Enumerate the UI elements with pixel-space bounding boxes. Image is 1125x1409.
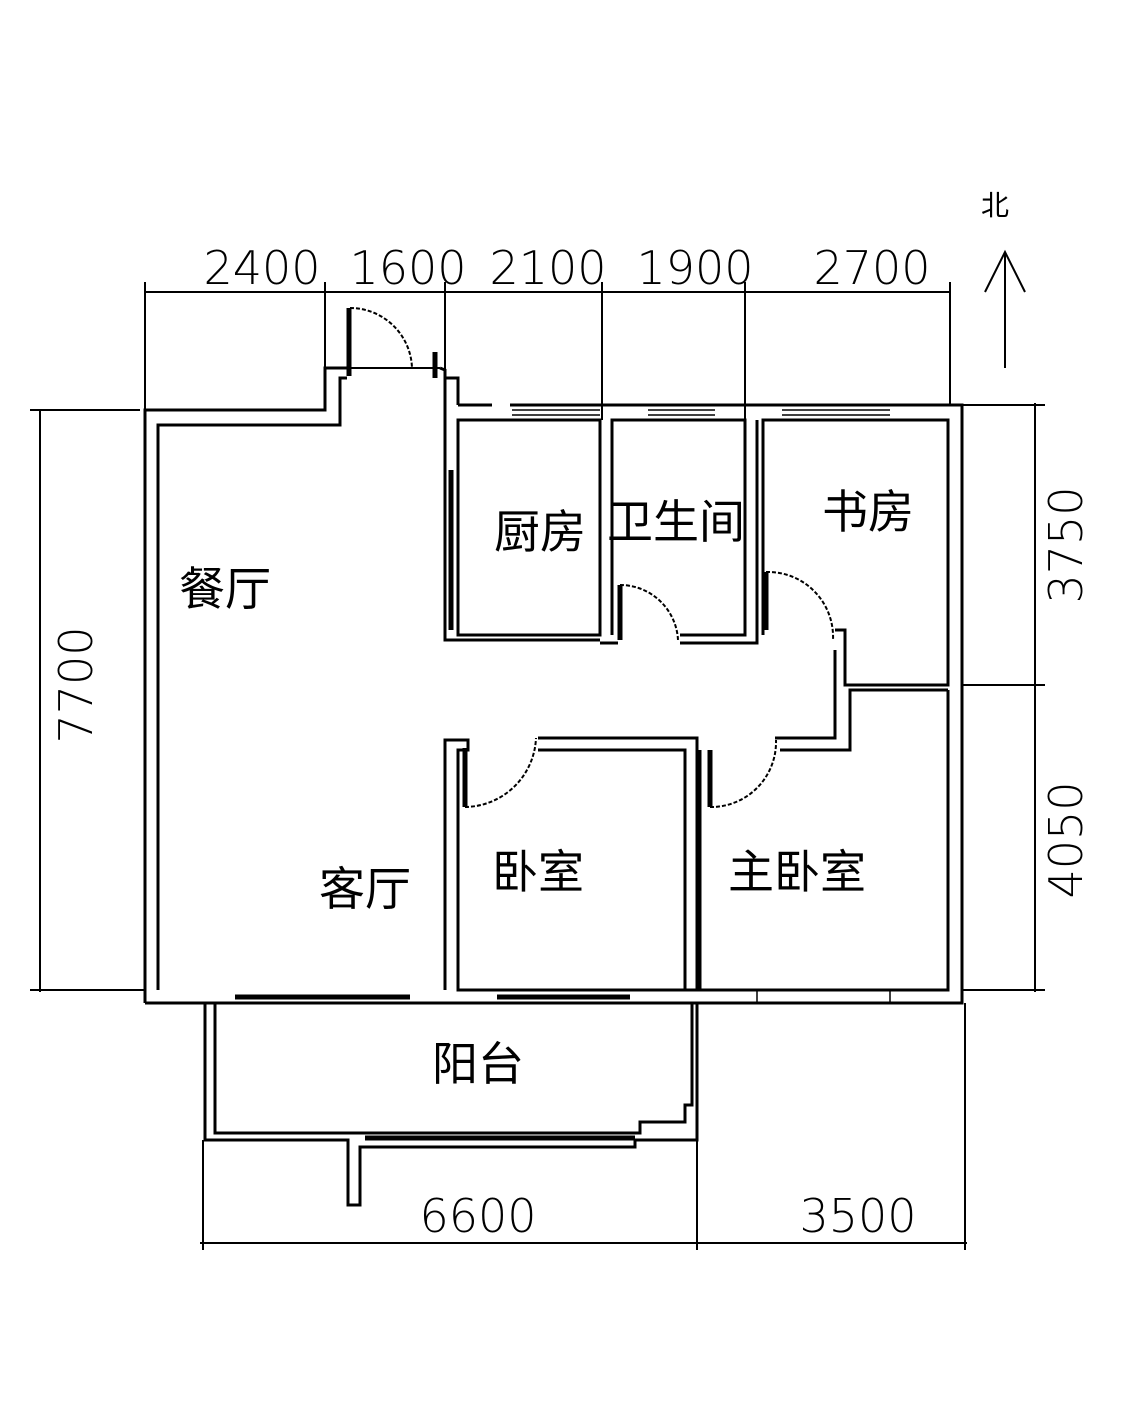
label-kitchen: 厨房 bbox=[494, 505, 586, 559]
left-dimension: 7700 bbox=[30, 409, 145, 992]
label-bathroom: 卫生间 bbox=[607, 495, 745, 549]
dim-right-1: 3750 bbox=[1039, 486, 1093, 603]
dim-right-2: 4050 bbox=[1039, 781, 1093, 898]
top-dimension: 2400 1600 2100 1900 2700 bbox=[144, 241, 951, 420]
north-arrow: 北 bbox=[981, 189, 1026, 368]
doors bbox=[346, 307, 835, 809]
dim-top-5: 2700 bbox=[813, 241, 930, 295]
label-dining: 餐厅 bbox=[179, 562, 271, 616]
dim-top-2: 1600 bbox=[349, 241, 466, 295]
label-master-bedroom: 主卧室 bbox=[728, 845, 866, 899]
right-dimension: 3750 4050 bbox=[962, 403, 1093, 992]
room-labels: 餐厅 厨房 卫生间 书房 客厅 卧室 主卧室 阳台 bbox=[179, 485, 914, 1091]
dim-bottom-1: 6600 bbox=[419, 1189, 536, 1243]
label-balcony: 阳台 bbox=[432, 1037, 524, 1091]
bottom-dimension: 6600 3500 bbox=[200, 1003, 967, 1250]
dim-left: 7700 bbox=[49, 626, 103, 743]
label-living: 客厅 bbox=[319, 862, 411, 916]
north-label: 北 bbox=[981, 189, 1009, 222]
dim-top-3: 2100 bbox=[489, 241, 606, 295]
label-study: 书房 bbox=[822, 485, 914, 539]
walls bbox=[143, 366, 964, 1207]
dim-bottom-2: 3500 bbox=[799, 1189, 916, 1243]
dim-top-4: 1900 bbox=[636, 241, 753, 295]
label-bedroom: 卧室 bbox=[492, 845, 584, 899]
dim-top-1: 2400 bbox=[203, 241, 320, 295]
